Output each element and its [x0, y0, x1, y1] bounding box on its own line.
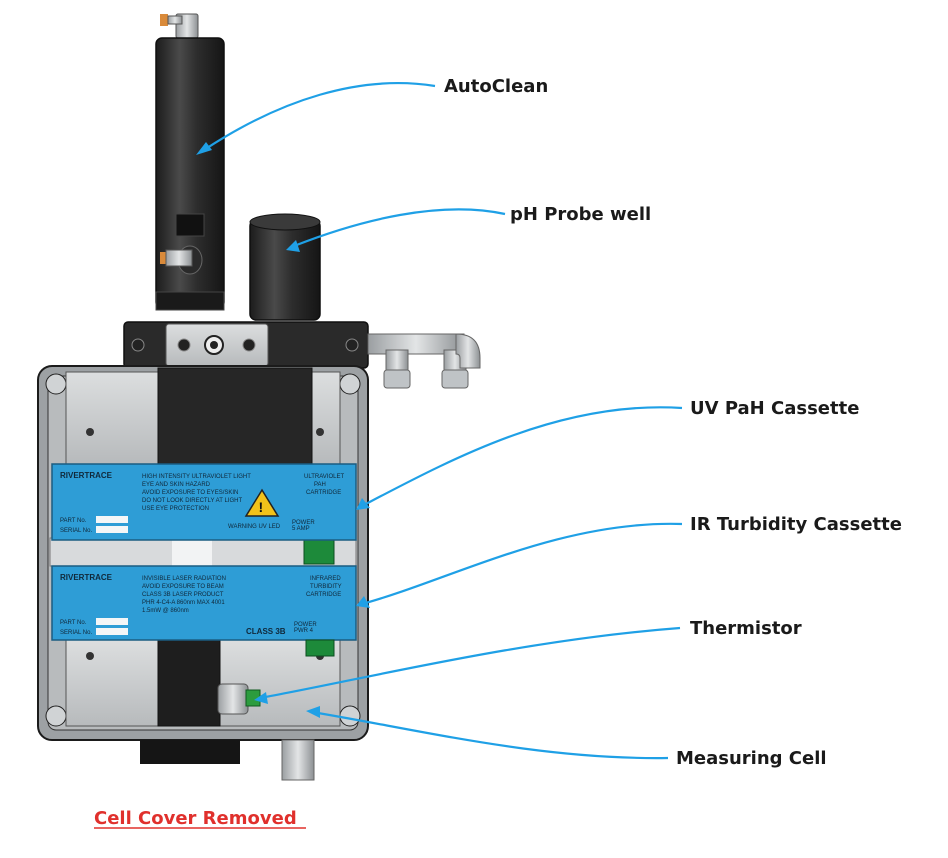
ir-warning-line-3: CLASS 3B LASER PRODUCT	[142, 592, 224, 598]
housing-enclosure	[37, 365, 369, 781]
ir-class-label: CLASS 3B	[246, 627, 286, 636]
autoclean-cylinder	[155, 13, 225, 311]
thermistor	[217, 683, 261, 715]
uv-warning-line-3: AVOID EXPOSURE TO EYES/SKIN	[142, 490, 238, 496]
label-measuring-cell: Measuring Cell	[676, 748, 827, 769]
uv-warning-line-4: DO NOT LOOK DIRECTLY AT LIGHT	[142, 498, 242, 504]
uv-serial-label: SERIAL No.	[60, 528, 92, 534]
ir-power-label: POWER	[294, 622, 317, 628]
leader-ph-probe-well	[293, 208, 506, 248]
uv-type-line-3: CARTRIDGE	[306, 490, 341, 496]
leader-lines	[196, 82, 683, 760]
uv-power-value: 5 AMP	[292, 526, 310, 532]
svg-text:!: !	[259, 499, 264, 515]
manifold-block	[123, 321, 369, 369]
uv-type-line-2: PAH	[314, 482, 326, 488]
caption-cell-cover-removed: Cell Cover Removed	[94, 808, 297, 829]
uv-power-label: POWER	[292, 520, 315, 526]
uv-warning-line-5: USE EYE PROTECTION	[142, 506, 209, 512]
ir-warning-line-1: INVISIBLE LASER RADIATION	[142, 576, 226, 582]
label-ph-probe-well: pH Probe well	[510, 204, 651, 225]
label-ir-turbidity-cassette: IR Turbidity Cassette	[690, 514, 902, 535]
uv-type-line-1: ULTRAVIOLET	[304, 474, 344, 480]
ir-part-label: PART No.	[60, 620, 87, 626]
leader-autoclean	[203, 82, 436, 151]
label-autoclean: AutoClean	[444, 76, 548, 97]
ph-probe-well	[249, 213, 321, 321]
uv-brand: RIVERTRACE	[60, 471, 113, 480]
ir-type-line-3: CARTRIDGE	[306, 592, 341, 598]
leader-ir-turbidity-cassette	[361, 522, 683, 606]
leader-measuring-cell	[311, 710, 669, 760]
ir-warning-line-5: 1.5mW @ 860nm	[142, 608, 189, 614]
ir-brand: RIVERTRACE	[60, 573, 113, 582]
warning-triangle-icon: !	[244, 488, 280, 517]
ir-warning-line-2: AVOID EXPOSURE TO BEAM	[142, 584, 224, 590]
ir-turbidity-cassette: RIVERTRACE INVISIBLE LASER RADIATION AVO…	[51, 565, 357, 641]
label-thermistor: Thermistor	[690, 618, 802, 639]
ir-warning-line-4: PHR 4-C4-A 860nm MAX 4001	[142, 600, 225, 606]
ir-serial-label: SERIAL No.	[60, 630, 92, 636]
uv-warning-tag: WARNING UV LED	[228, 524, 281, 530]
ir-type-line-1: INFRARED	[310, 576, 341, 582]
label-uv-pah-cassette: UV PaH Cassette	[690, 398, 859, 419]
leader-uv-pah-cassette	[361, 406, 683, 507]
uv-warning-line-2: EYE AND SKIN HAZARD	[142, 482, 211, 488]
ir-power-value: PWR 4	[294, 628, 314, 634]
green-connector	[305, 639, 335, 657]
uv-pah-cassette: RIVERTRACE HIGH INTENSITY ULTRAVIOLET LI…	[51, 463, 357, 541]
uv-part-label: PART No.	[60, 518, 87, 524]
pipe-fittings	[367, 333, 481, 389]
uv-warning-line-1: HIGH INTENSITY ULTRAVIOLET LIGHT	[142, 474, 251, 480]
leader-thermistor	[259, 626, 681, 700]
ir-type-line-2: TURBIDITY	[310, 584, 342, 590]
